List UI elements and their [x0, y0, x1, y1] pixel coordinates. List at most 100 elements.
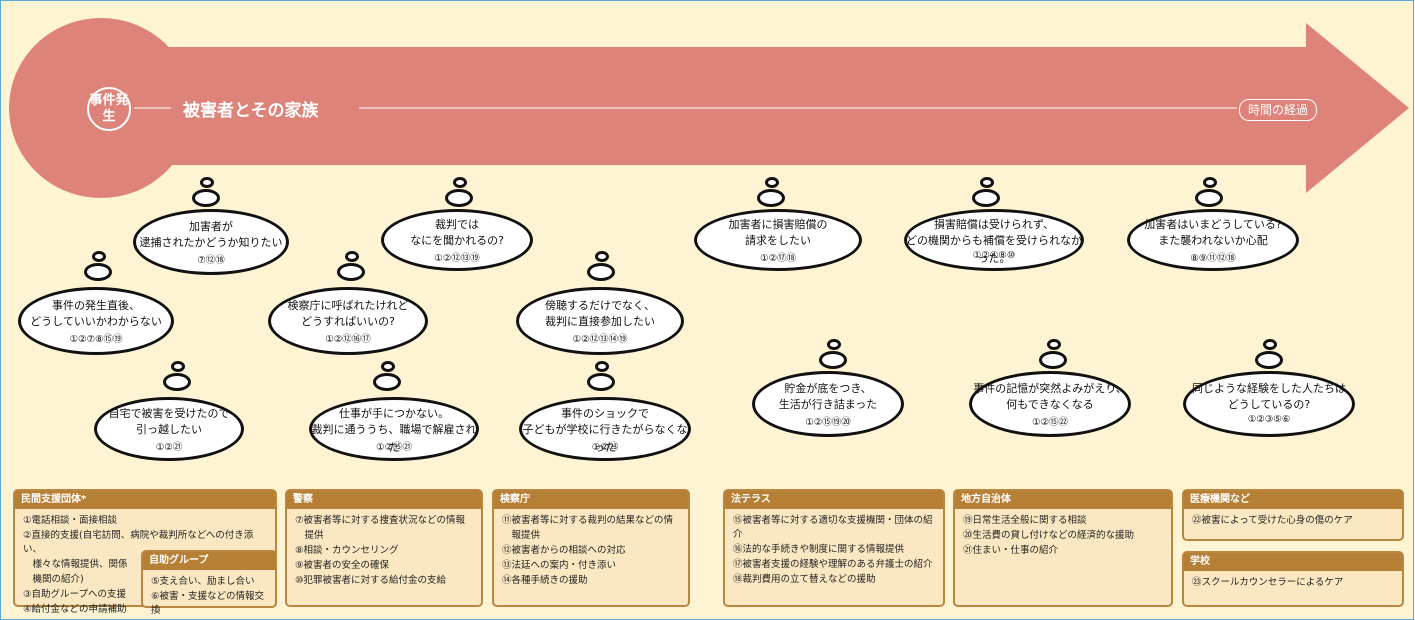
thought-dot-large — [819, 351, 847, 369]
bubble-text-line: どうすればいいの? — [301, 315, 395, 328]
bubble-reference-numbers: ①②⑰⑱ — [759, 253, 797, 264]
bubble-text-line: 事件のショックで — [561, 407, 649, 420]
thought-dot-small — [200, 177, 214, 188]
thought-dot-large — [757, 189, 785, 207]
org-box-items: ㉒被害によって受けた心身の傷のケア — [1184, 509, 1402, 528]
org-box-item: ⑤支え合い、励まし合い — [151, 576, 255, 587]
org-box-item: 機関の紹介) — [23, 573, 84, 585]
bubble-outline — [268, 287, 428, 355]
org-box-item: ㉓スクールカウンセラーによるケア — [1192, 577, 1344, 588]
org-box-item: ㉒被害によって受けた心身の傷のケア — [1192, 515, 1353, 526]
thought-bubble-similar: 同じような経験をした人たちはどうしているの?①②③⑤⑥ — [1183, 371, 1355, 437]
bubble-outline — [904, 209, 1084, 271]
org-box-item: ㉑住まい・仕事の紹介 — [963, 545, 1059, 556]
bubble-text-line: 裁判に通ううち、職場で解雇された — [311, 423, 477, 454]
thought-dot-small — [595, 251, 609, 262]
org-box-item: ②直接的支援(自宅訪問、病院や裁判所などへの付き添い、 — [23, 530, 254, 555]
bubble-text-line: 加害者はいまどうしている? — [1144, 218, 1282, 231]
event-occurrence-badge: 事件発生 — [87, 87, 131, 131]
bubble-text-line: どうしていいかわからない — [30, 315, 162, 328]
thought-dot-small — [595, 361, 609, 372]
bubble-outline — [18, 287, 174, 355]
thought-dot-large — [163, 373, 191, 391]
bubble-outline — [1183, 371, 1355, 437]
org-box-item: ⑳生活費の貸し付けなどの経済的な援助 — [963, 530, 1135, 541]
bubble-reference-numbers: ⑧⑨⑪⑫⑱ — [1190, 253, 1236, 264]
time-passage-label: 時間の経過 — [1239, 99, 1318, 121]
org-box-item: ④給付金などの申請補助 — [23, 603, 127, 615]
bubble-text-line: 引っ越したい — [136, 423, 202, 436]
thought-bubble-participate_trial: 傍聴するだけでなく、裁判に直接参加したい ①②⑫⑬⑭⑲ — [516, 287, 684, 355]
bubble-reference-numbers: ①②④⑧⑩ — [972, 250, 1016, 261]
thought-dot-large — [337, 263, 365, 281]
org-box-item: ⑬法廷への案内・付き添い — [502, 560, 617, 571]
thought-bubble-right_after: 事件の発生直後、どうしていいかわからない ①②⑦⑧⑮⑲ — [18, 287, 174, 355]
org-box-title: 学校 — [1184, 553, 1402, 571]
victims-and-families-title: 被害者とその家族 — [183, 101, 319, 121]
org-box-item: ⑭各種手続きの援助 — [502, 575, 588, 586]
org-box-title: 警察 — [287, 491, 481, 509]
org-box-item: ⑰被害者支援の経験や理解のある弁護士の紹介 — [733, 558, 933, 570]
bubble-outline — [94, 397, 244, 461]
thought-dot-small — [980, 177, 994, 188]
bubble-outline — [381, 209, 533, 271]
bubble-outline — [969, 371, 1131, 437]
bubble-text-line: 裁判では — [435, 218, 479, 231]
org-box-title: 法テラス — [725, 491, 943, 509]
thought-dot-large — [192, 189, 220, 207]
bubble-text-line: 事件の記憶が突然よみがえり、 — [973, 382, 1127, 395]
bubble-outline — [519, 397, 691, 461]
org-box-item: ⑦被害者等に対する捜査状況などの情報 — [295, 515, 466, 526]
thought-dot-large — [587, 373, 615, 391]
org-box-items: ㉓スクールカウンセラーによるケア — [1184, 571, 1402, 590]
org-box-item: 様々な情報提供、関係 — [23, 558, 128, 570]
bubble-reference-numbers: ①②⑦⑧⑮⑲ — [69, 334, 123, 345]
bubble-outline — [133, 209, 289, 275]
thought-dot-small — [1047, 339, 1061, 350]
org-box-item: ⑪被害者等に対する裁判の結果などの情 — [502, 515, 674, 526]
bubble-reference-numbers: ①②㉓ — [591, 442, 619, 453]
thought-dot-large — [972, 189, 1000, 207]
org-box-item: ⑱裁判費用の立て替えなどの援助 — [733, 573, 876, 585]
bubble-reference-numbers: ①②⑮㉒ — [1031, 417, 1069, 428]
thought-dot-large — [1039, 351, 1067, 369]
org-box-title: 検察庁 — [494, 491, 688, 509]
org-box-item: ⑩犯罪被害者に対する給付金の支給 — [295, 575, 447, 586]
thought-dot-small — [453, 177, 467, 188]
bubble-outline — [752, 371, 904, 437]
org-box-item: ⑮被害者等に対する適切な支援機関・団体の紹介 — [733, 515, 933, 540]
thought-dot-small — [1263, 339, 1277, 350]
thought-dot-small — [765, 177, 779, 188]
bubble-reference-numbers: ①②⑫⑬⑲ — [434, 253, 480, 264]
bubble-outline — [309, 397, 479, 461]
bubble-text-line: どの機関からも補償を受けられなかった。 — [906, 234, 1082, 265]
bubble-reference-numbers: ①②⑫⑬⑭⑲ — [572, 334, 628, 345]
bubble-text-line: 裁判に直接参加したい — [545, 315, 655, 328]
org-box-item: 報提供 — [502, 530, 541, 541]
bubble-text-line: 傍聴するだけでなく、 — [545, 299, 655, 312]
thought-dot-large — [587, 263, 615, 281]
org-box-item: ①電話相談・面接相談 — [23, 515, 118, 526]
bubble-outline — [694, 209, 862, 271]
timeline-arrow-banner — [9, 18, 1409, 198]
bubble-reference-numbers: ①②⑮㉑ — [375, 442, 413, 453]
bubble-text-line: 自宅で被害を受けたので — [108, 407, 230, 420]
bubble-text-line: 事件の発生直後、 — [52, 299, 140, 312]
bubble-text-line: 子どもが学校に行きたがらなくなった — [522, 423, 688, 454]
bubble-text-line: 加害者が — [189, 220, 233, 233]
bubble-text-line: 逮捕されたかどうか知りたい — [139, 236, 283, 249]
